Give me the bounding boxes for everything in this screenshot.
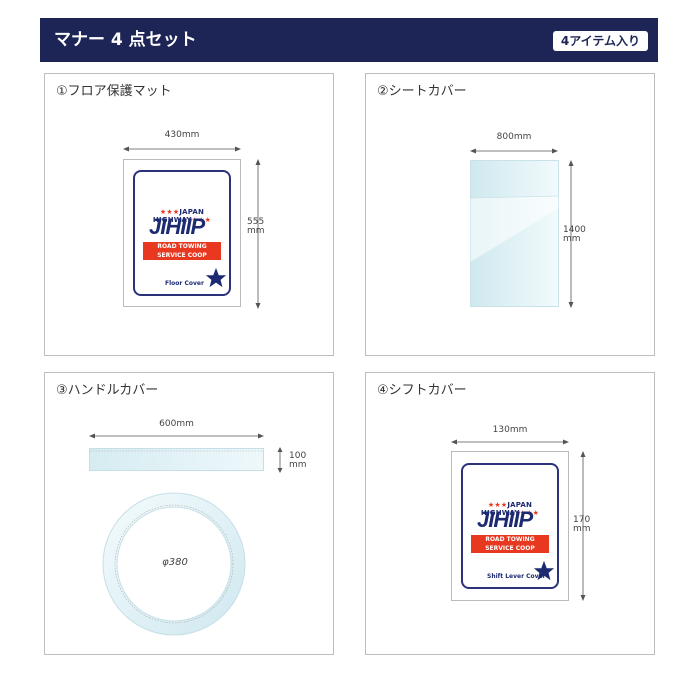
floor-mat-width-label: 430mm: [164, 130, 200, 140]
panel-handle-cover: ③ハンドルカバー 600mm 100 mm φ380: [44, 372, 334, 655]
floor-mat-height-arrow: [255, 159, 261, 309]
shift-cover-caption: Shift Lever Cover: [487, 573, 546, 580]
seat-cover-height-value: 1400: [563, 225, 586, 235]
shift-cover-logo-banner: ROAD TOWING SERVICE COOP: [471, 535, 549, 553]
shift-cover-logo-tagline: ★★★JAPAN HIGHWAY★★★: [480, 501, 540, 517]
panel-title-handle-cover: ③ハンドルカバー: [56, 383, 159, 398]
floor-mat-caption: Floor Cover: [165, 280, 204, 287]
handle-cover-height-value: 100: [289, 451, 307, 461]
floor-mat-logo-wordmark: JIHIIP: [149, 214, 205, 239]
shift-cover-outline: [451, 451, 569, 601]
star-icon: [205, 267, 227, 288]
handle-cover-width-arrow: [89, 433, 264, 439]
panel-floor-mat: ①フロア保護マット 430mm 555 mm ★★★JAPAN HIGHWAY★…: [44, 73, 334, 356]
handle-cover-height-arrow: [277, 447, 283, 473]
shift-cover-width-arrow: [451, 439, 569, 445]
floor-mat-logo-banner: ROAD TOWING SERVICE COOP: [143, 242, 221, 260]
header-bar: マナー 4 点セット 4アイテム入り: [40, 18, 658, 62]
handle-cover-height-unit: mm: [289, 460, 307, 470]
shift-cover-height-value: 170: [573, 515, 591, 525]
floor-mat-logo-tagline: ★★★JAPAN HIGHWAY★★★: [152, 208, 212, 224]
shift-cover-logo-wordmark: JIHIIP: [477, 507, 533, 532]
handle-cover-width-label: 600mm: [159, 419, 194, 429]
star-icon: [533, 560, 555, 581]
seat-cover-height-unit: mm: [563, 234, 581, 244]
seat-cover-shape: [470, 160, 559, 307]
shift-cover-height-arrow: [580, 451, 586, 601]
shift-cover-width-label: 130mm: [492, 425, 528, 435]
panel-shift-cover: ④シフトカバー 130mm 170 mm ★★★JAPAN HIGHWAY★★★…: [365, 372, 655, 655]
panel-title-floor-mat: ①フロア保護マット: [56, 84, 172, 99]
handle-cover-strip: [89, 448, 264, 471]
panel-title-shift-cover: ④シフトカバー: [377, 383, 467, 398]
seat-cover-width-arrow: [470, 148, 558, 154]
seat-cover-height-arrow: [568, 160, 574, 308]
floor-mat-logo-card: ★★★JAPAN HIGHWAY★★★ JIHIIP ROAD TOWING S…: [133, 170, 231, 296]
handle-cover-diameter-label: φ380: [162, 557, 188, 568]
item-count-badge: 4アイテム入り: [552, 31, 648, 51]
handle-cover-ring: [102, 492, 246, 636]
panel-title-seat-cover: ②シートカバー: [377, 84, 467, 99]
floor-mat-height-unit: mm: [247, 226, 265, 236]
floor-mat-width-arrow: [123, 146, 241, 152]
panel-seat-cover: ②シートカバー 800mm 1400 mm: [365, 73, 655, 356]
shift-cover-height-unit: mm: [573, 524, 591, 534]
floor-mat-height-value: 555: [247, 217, 265, 227]
floor-mat-outline: [123, 159, 241, 307]
page-title: マナー 4 点セット: [54, 30, 197, 50]
seat-cover-width-label: 800mm: [496, 132, 532, 142]
shift-cover-logo-card: ★★★JAPAN HIGHWAY★★★ JIHIIP ROAD TOWING S…: [461, 463, 559, 589]
